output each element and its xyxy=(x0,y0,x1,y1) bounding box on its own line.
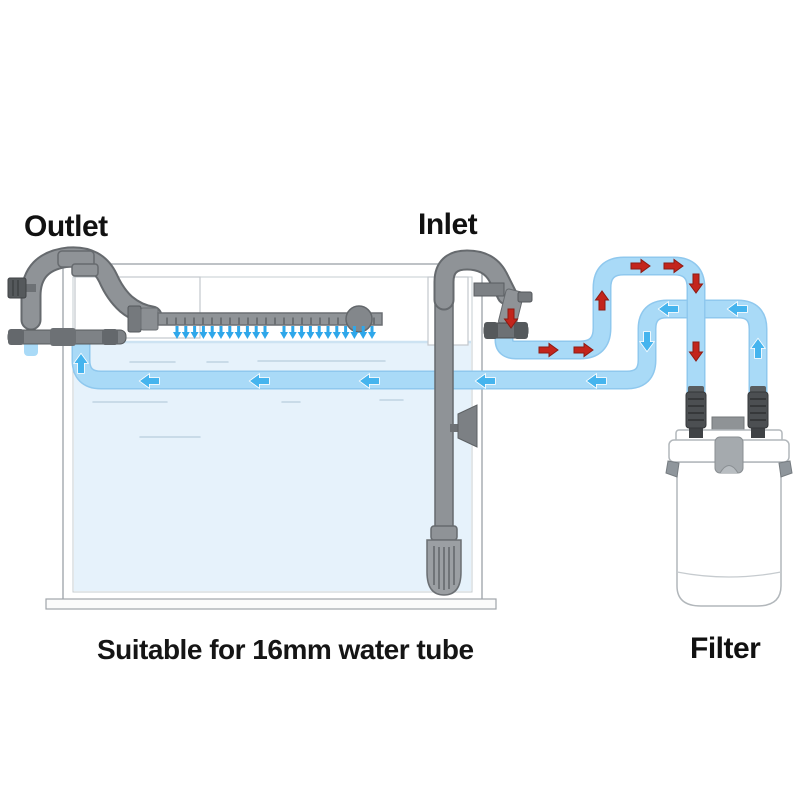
filter-body xyxy=(676,461,782,607)
filter-base-seam xyxy=(676,571,782,578)
tank-stand xyxy=(45,598,497,610)
strainer-collar xyxy=(430,525,458,541)
outlet-flange-cap xyxy=(102,329,118,345)
labels: Outlet Inlet Filter Suitable for 16mm wa… xyxy=(24,208,762,665)
filter-hose-connector-right xyxy=(747,386,769,438)
outlet-label: Outlet xyxy=(24,210,108,243)
filter-label: Filter xyxy=(690,632,761,665)
inlet-rim-clamp xyxy=(473,282,505,297)
inlet-assembly xyxy=(426,249,533,596)
spray-bar-coupling xyxy=(127,305,142,333)
inlet-valve-nub xyxy=(517,291,533,303)
outlet-arch-step xyxy=(71,263,99,277)
note-text: Suitable for 16mm water tube xyxy=(97,634,474,665)
spray-bar-tube xyxy=(157,312,383,326)
suction-cup xyxy=(457,404,478,448)
outlet-clamp-stem xyxy=(26,284,36,292)
filter-clamp-notch xyxy=(719,465,739,474)
suction-cup-stem xyxy=(450,424,460,432)
filter-clip-right xyxy=(778,460,793,478)
outlet-flange-hub xyxy=(50,328,76,346)
inlet-label: Inlet xyxy=(418,208,478,241)
filter-hose-connector-left xyxy=(685,386,707,438)
inlet-flange-cap xyxy=(514,322,528,339)
spray-bar xyxy=(127,305,383,339)
filter-canister xyxy=(665,386,793,607)
inlet-standpipe xyxy=(434,287,454,533)
inlet-arch-pipe xyxy=(435,251,516,309)
filter-clip-left xyxy=(665,460,680,478)
water-ripples xyxy=(92,360,404,438)
inlet-flange-cap xyxy=(484,322,498,339)
strainer-slits xyxy=(433,546,455,590)
outlet-flange-cap xyxy=(8,329,24,345)
spray-bar-ball xyxy=(345,305,373,333)
outlet-clamp-knob xyxy=(7,277,27,299)
spray-bar-coupling-ring xyxy=(140,307,159,331)
